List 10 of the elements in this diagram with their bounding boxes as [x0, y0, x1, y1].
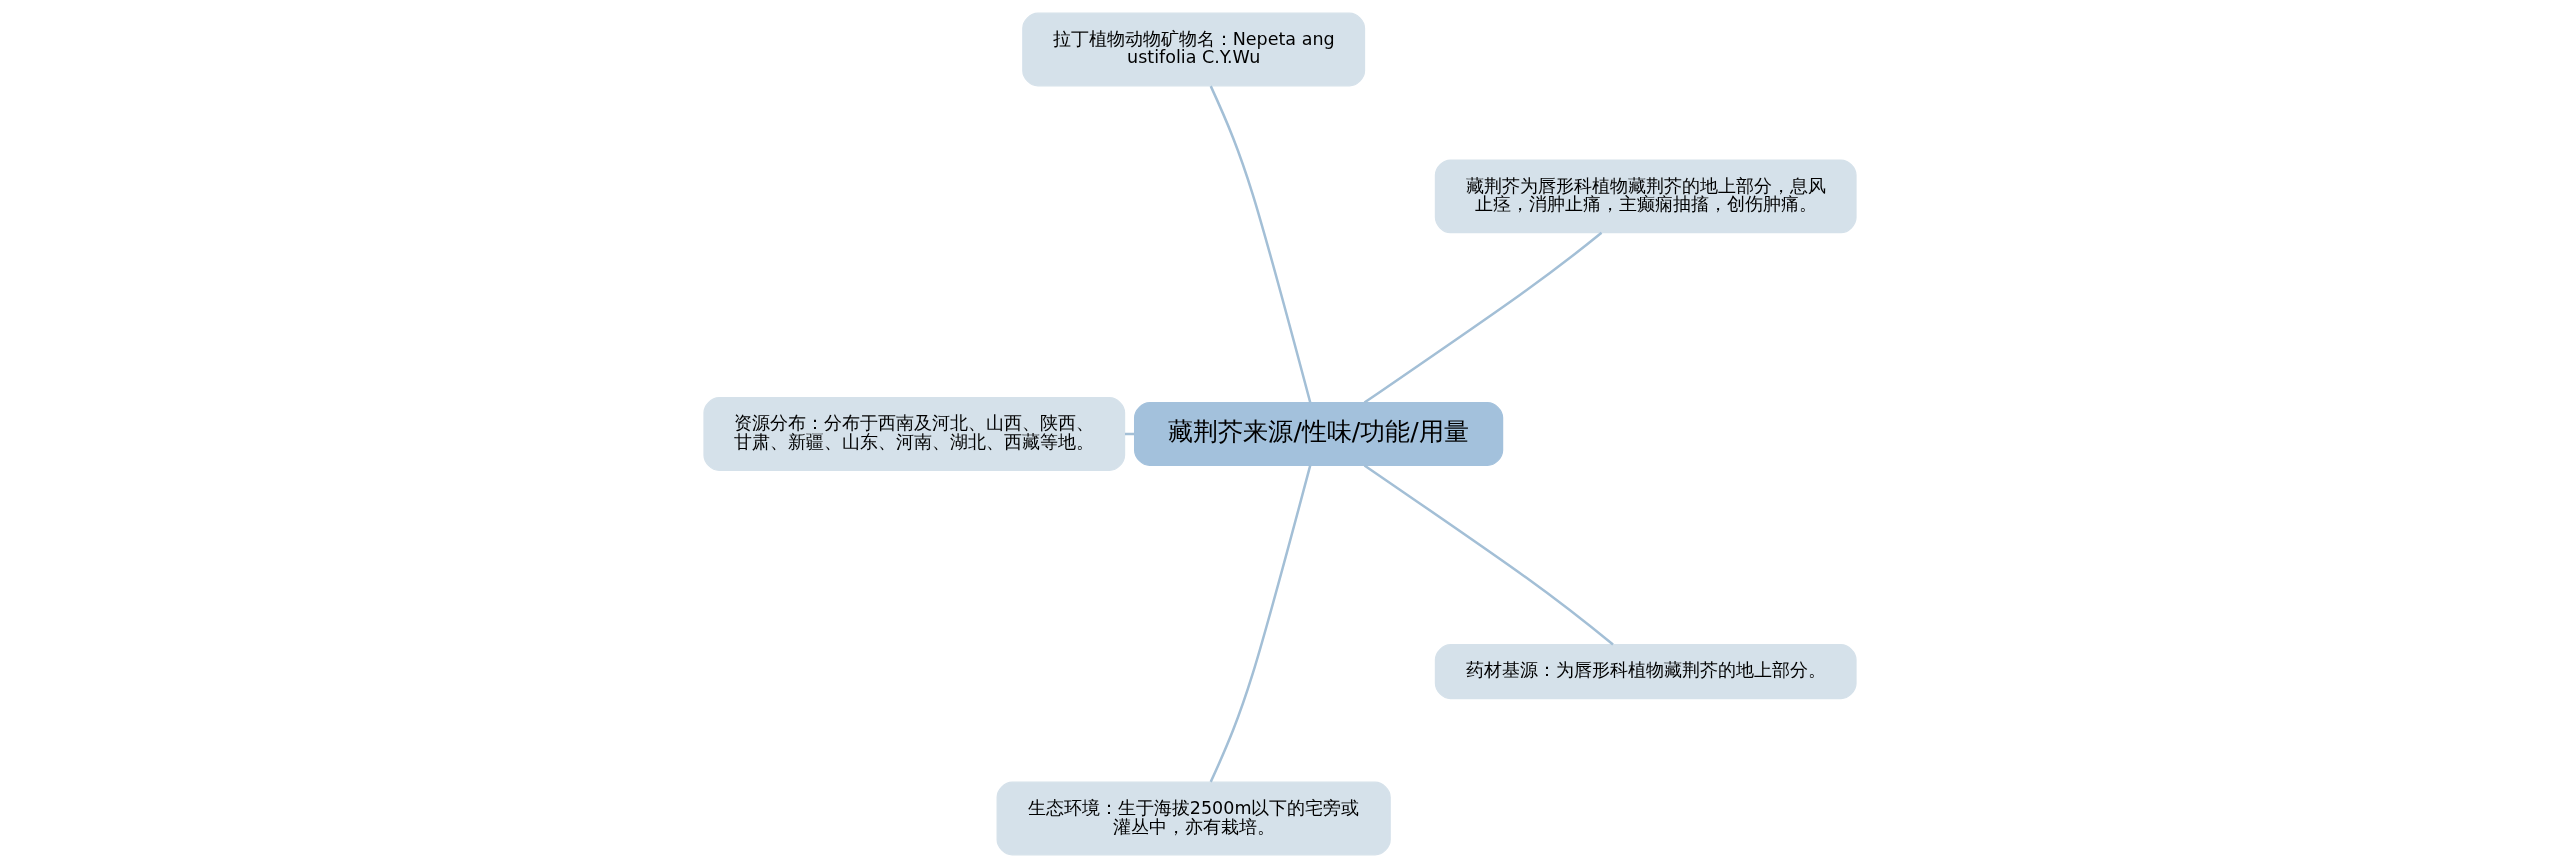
node-box: 药材基源：为唇形科植物藏荆芥的地上部分。 — [1434, 644, 1857, 700]
connector — [1209, 465, 1312, 783]
node-box: 资源分布：分布于西南及河北、山西、陕西、甘肃、新疆、山东、河南、湖北、西藏等地。 — [703, 397, 1126, 471]
connector — [1363, 231, 1603, 404]
connector — [1363, 464, 1614, 646]
node-box: 生态环境：生于海拔2500m以下的宅旁或灌丛中，亦有栽培。 — [996, 781, 1391, 856]
node-box: 拉丁植物动物矿物名：Nepeta angustifolia C.Y.Wu — [1022, 12, 1366, 87]
connector — [1209, 85, 1312, 403]
node-box: 藏荆芥来源/性味/功能/用量 — [1134, 402, 1504, 466]
node-box: 藏荆芥为唇形科植物藏荆芥的地上部分，息风止痉，消肿止痛，主癫痫抽搐，创伤肿痛。 — [1434, 159, 1857, 234]
